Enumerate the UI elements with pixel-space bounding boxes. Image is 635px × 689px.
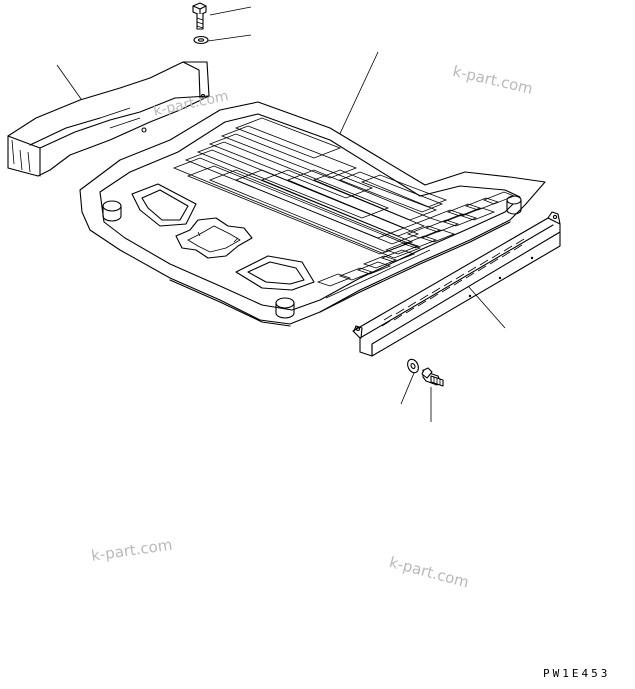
center-recess	[175, 217, 253, 259]
leader-bolt-top	[209, 6, 252, 16]
leader-washer-bottom	[400, 372, 415, 405]
leader-lines	[56, 6, 506, 422]
duct	[7, 61, 210, 177]
leader-washer-top	[207, 34, 252, 42]
leader-floor-mat	[336, 51, 379, 141]
bolt-bottom	[421, 367, 444, 387]
pedal-pads	[131, 183, 315, 291]
rail-plate	[352, 211, 561, 357]
washer-bottom	[407, 358, 419, 374]
leader-rail-plate	[467, 285, 506, 329]
floor-mat	[79, 101, 546, 327]
drawing-code: PW1E453	[543, 667, 611, 680]
washer-top	[193, 35, 209, 45]
bolt-top	[192, 2, 207, 30]
floor-slots	[316, 191, 516, 287]
floor-ribs	[172, 117, 448, 259]
